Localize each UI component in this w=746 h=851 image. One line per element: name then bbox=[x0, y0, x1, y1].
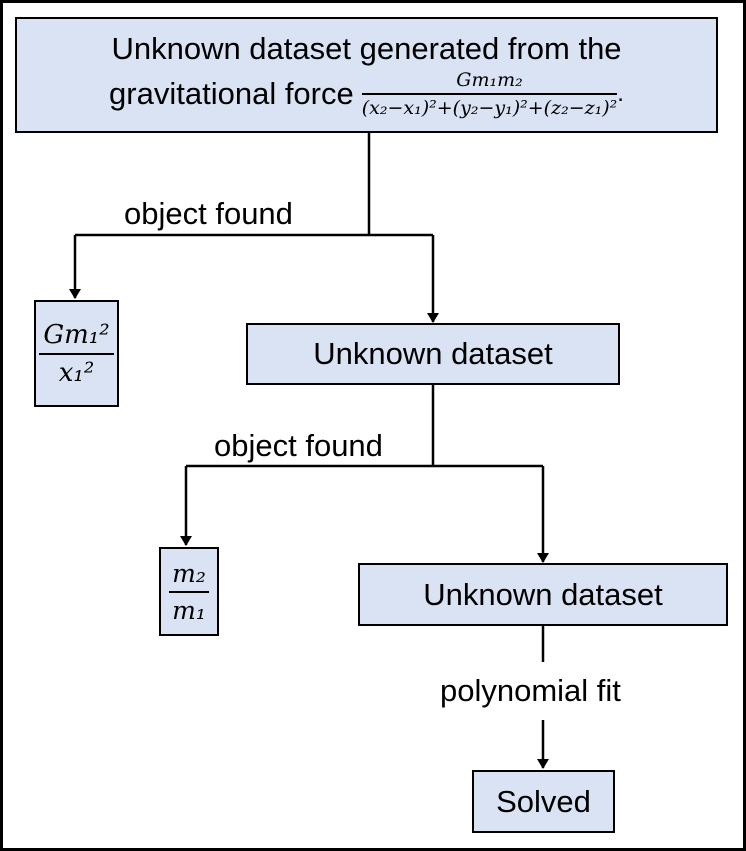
leaf-node-2-denominator: m₁ bbox=[172, 595, 206, 625]
leaf-node-2: m₂ m₁ bbox=[159, 547, 219, 636]
formula-numerator: Gm₁m₂ bbox=[456, 69, 523, 91]
leaf-node-2-fraction: m₂ m₁ bbox=[169, 559, 209, 625]
final-node-label: Solved bbox=[496, 783, 591, 819]
formula-fraction-bar bbox=[361, 93, 618, 95]
root-node: Unknown dataset generated from the gravi… bbox=[15, 17, 718, 133]
formula-denominator: (x₂−x₁)²+(y₂−y₁)²+(z₂−z₁)² bbox=[361, 97, 618, 119]
leaf-node-1-fraction: Gm₁² x₁² bbox=[39, 319, 114, 388]
edge-label-polynomial-fit: polynomial fit bbox=[440, 673, 621, 708]
leaf-node-1-denominator: x₁² bbox=[58, 357, 95, 388]
root-node-line2-prefix: gravitational force bbox=[109, 76, 354, 111]
formula-suffix: . bbox=[617, 80, 624, 107]
gravitational-force-formula: Gm₁m₂ (x₂−x₁)²+(y₂−y₁)²+(z₂−z₁)² bbox=[361, 69, 618, 119]
edge-label-object-found-1: object found bbox=[124, 196, 293, 231]
leaf-node-1-numerator: Gm₁² bbox=[43, 319, 110, 350]
leaf-node-1-bar bbox=[39, 352, 114, 355]
final-node: Solved bbox=[472, 770, 615, 833]
root-node-line1: Unknown dataset generated from the bbox=[111, 31, 622, 66]
middle-node: Unknown dataset bbox=[246, 323, 620, 385]
edge-label-object-found-2: object found bbox=[214, 428, 383, 463]
leaf-node-2-numerator: m₂ bbox=[172, 558, 206, 588]
third-node: Unknown dataset bbox=[358, 563, 728, 626]
root-node-line2: gravitational force Gm₁m₂ (x₂−x₁)²+(y₂−y… bbox=[109, 69, 624, 119]
leaf-node-2-bar bbox=[169, 590, 209, 593]
third-node-label: Unknown dataset bbox=[423, 576, 663, 612]
middle-node-label: Unknown dataset bbox=[313, 336, 553, 371]
leaf-node-1: Gm₁² x₁² bbox=[34, 300, 119, 407]
